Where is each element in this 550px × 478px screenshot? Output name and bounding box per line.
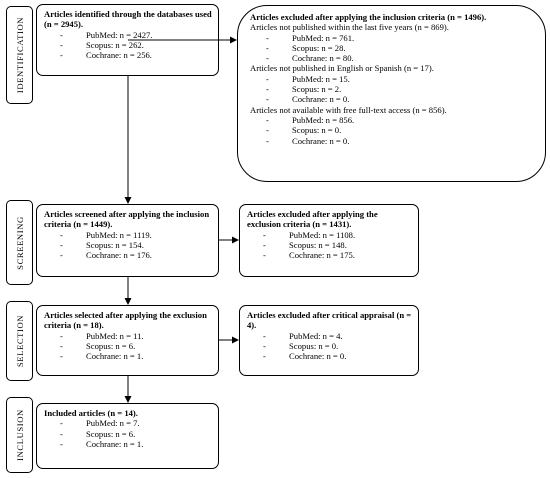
list-item: PubMed: n = 2427. <box>44 30 212 41</box>
list-item: Cochrane: n = 256. <box>44 50 212 61</box>
excluded-appraisal-box: Articles excluded after critical apprais… <box>239 305 419 376</box>
stage-label-inclusion: INCLUSION <box>6 397 33 473</box>
list-item: Cochrane: n = 176. <box>44 250 212 261</box>
list-item: PubMed: n = 1119. <box>44 230 212 241</box>
selected-list: PubMed: n = 11. Scopus: n = 6. Cochrane:… <box>44 331 212 362</box>
list-item: Cochrane: n = 175. <box>247 250 412 261</box>
list-item: Scopus: n = 262. <box>44 40 212 51</box>
list-item: Cochrane: n = 1. <box>44 351 212 362</box>
excluded-exclusion-box: Articles excluded after applying the exc… <box>239 204 419 277</box>
list-item: Cochrane: n = 0. <box>247 351 412 362</box>
group-list: PubMed: n = 856. Scopus: n = 0. Cochrane… <box>250 115 535 146</box>
list-item: Scopus: n = 148. <box>247 240 412 251</box>
group-list: PubMed: n = 15. Scopus: n = 2. Cochrane:… <box>250 74 535 105</box>
list-item: Scopus: n = 6. <box>44 429 212 440</box>
list-item: Cochrane: n = 80. <box>250 53 535 64</box>
selected-box: Articles selected after applying the exc… <box>36 305 219 376</box>
included-heading: Included articles (n = 14). <box>44 408 138 418</box>
excluded-inclusion-heading: Articles excluded after applying the inc… <box>250 12 487 22</box>
identified-box: Articles identified through the database… <box>36 4 219 76</box>
excluded-appraisal-list: PubMed: n = 4. Scopus: n = 0. Cochrane: … <box>247 331 412 362</box>
screened-heading: Articles screened after applying the inc… <box>44 209 210 230</box>
list-item: Cochrane: n = 1. <box>44 439 212 450</box>
list-item: PubMed: n = 7. <box>44 418 212 429</box>
excluded-inclusion-box: Articles excluded after applying the inc… <box>237 5 546 182</box>
list-item: PubMed: n = 761. <box>250 33 535 44</box>
included-list: PubMed: n = 7. Scopus: n = 6. Cochrane: … <box>44 418 212 449</box>
list-item: PubMed: n = 11. <box>44 331 212 342</box>
screened-box: Articles screened after applying the inc… <box>36 204 219 277</box>
list-item: Cochrane: n = 0. <box>250 136 535 147</box>
list-item: Scopus: n = 154. <box>44 240 212 251</box>
stage-label-selection: SELECTION <box>6 301 33 381</box>
stage-label-identification: IDENTIFICATION <box>6 6 33 104</box>
group-label: Articles not published within the last f… <box>250 22 449 33</box>
list-item: PubMed: n = 1108. <box>247 230 412 241</box>
group-list: PubMed: n = 761. Scopus: n = 28. Cochran… <box>250 33 535 64</box>
excluded-appraisal-heading: Articles excluded after critical apprais… <box>247 310 412 331</box>
stage-label-screening: SCREENING <box>6 200 33 285</box>
group-label: Articles not published in English or Spa… <box>250 63 434 74</box>
identified-list: PubMed: n = 2427. Scopus: n = 262. Cochr… <box>44 30 212 61</box>
list-item: Scopus: n = 28. <box>250 43 535 54</box>
excluded-exclusion-heading: Articles excluded after applying the exc… <box>247 209 378 230</box>
selected-heading: Articles selected after applying the exc… <box>44 310 207 331</box>
identified-heading: Articles identified through the database… <box>44 9 212 30</box>
list-item: Scopus: n = 0. <box>247 341 412 352</box>
list-item: Scopus: n = 2. <box>250 84 535 95</box>
excluded-exclusion-list: PubMed: n = 1108. Scopus: n = 148. Cochr… <box>247 230 412 261</box>
included-box: Included articles (n = 14). PubMed: n = … <box>36 403 219 469</box>
list-item: Scopus: n = 6. <box>44 341 212 352</box>
list-item: PubMed: n = 15. <box>250 74 535 85</box>
group-label: Articles not available with free full-te… <box>250 104 447 115</box>
list-item: Cochrane: n = 0. <box>250 94 535 105</box>
list-item: PubMed: n = 856. <box>250 115 535 126</box>
list-item: Scopus: n = 0. <box>250 125 535 136</box>
list-item: PubMed: n = 4. <box>247 331 412 342</box>
screened-list: PubMed: n = 1119. Scopus: n = 154. Cochr… <box>44 230 212 261</box>
